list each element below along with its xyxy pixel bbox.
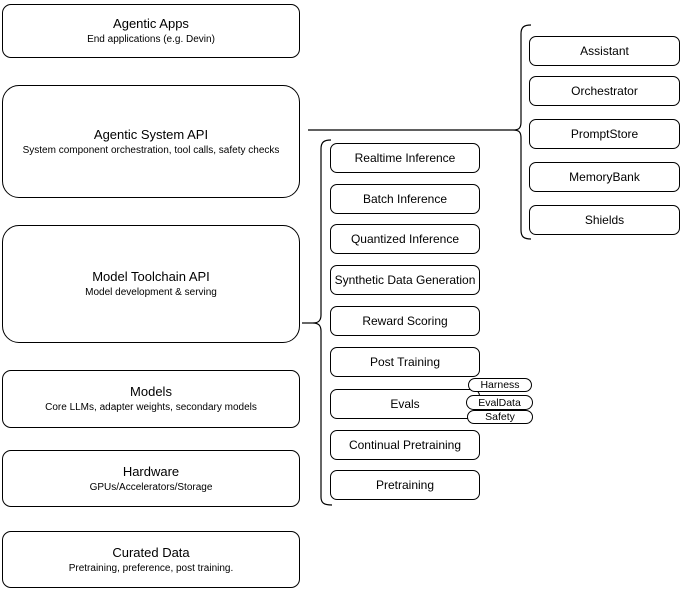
node-quantized-inference: Quantized Inference — [330, 224, 480, 254]
node-label: Shields — [584, 213, 625, 227]
node-agentic-system-api: Agentic System API System component orch… — [2, 85, 300, 198]
node-label: Quantized Inference — [350, 232, 460, 246]
node-continual-pretraining: Continual Pretraining — [330, 430, 480, 460]
node-reward-scoring: Reward Scoring — [330, 306, 480, 336]
node-subtitle: System component orchestration, tool cal… — [22, 144, 280, 156]
node-label: Assistant — [580, 44, 629, 58]
node-label: Synthetic Data Generation — [334, 273, 476, 287]
node-label: Continual Pretraining — [348, 438, 462, 452]
badge-label: Harness — [480, 379, 520, 391]
node-label: PromptStore — [570, 127, 639, 141]
badge-label: EvalData — [478, 396, 521, 409]
node-title: Agentic System API — [93, 126, 209, 142]
badge-safety: Safety — [467, 410, 533, 424]
node-label: MemoryBank — [569, 170, 640, 184]
node-label: Orchestrator — [571, 84, 638, 98]
node-subtitle: End applications (e.g. Devin) — [87, 34, 215, 45]
node-label: Post Training — [369, 355, 441, 369]
node-title: Agentic Apps — [113, 16, 189, 31]
node-label: Evals — [390, 397, 420, 411]
node-label: Reward Scoring — [362, 314, 448, 328]
node-pretraining: Pretraining — [330, 470, 480, 500]
node-curated-data: Curated Data Pretraining, preference, po… — [2, 531, 300, 588]
node-batch-inference: Batch Inference — [330, 184, 480, 214]
node-post-training: Post Training — [330, 347, 480, 377]
node-model-toolchain-api: Model Toolchain API Model development & … — [2, 225, 300, 343]
toolchain-items-brace — [312, 139, 333, 506]
badge-harness: Harness — [468, 378, 532, 392]
node-label: Pretraining — [375, 478, 435, 492]
node-hardware: Hardware GPUs/Accelerators/Storage — [2, 450, 300, 507]
node-title: Hardware — [122, 463, 180, 479]
node-assistant: Assistant — [529, 36, 680, 66]
system-components-brace — [512, 24, 532, 240]
node-promptstore: PromptStore — [529, 119, 680, 149]
node-label: Realtime Inference — [354, 151, 456, 165]
node-synthetic-data-generation: Synthetic Data Generation — [330, 265, 480, 295]
node-memorybank: MemoryBank — [529, 162, 680, 192]
node-shields: Shields — [529, 205, 680, 235]
node-orchestrator: Orchestrator — [529, 76, 680, 106]
node-models: Models Core LLMs, adapter weights, secon… — [2, 370, 300, 428]
node-subtitle: Pretraining, preference, post training. — [68, 562, 234, 574]
node-label: Batch Inference — [362, 192, 448, 206]
node-title: Model Toolchain API — [92, 269, 210, 284]
node-realtime-inference: Realtime Inference — [330, 143, 480, 173]
node-subtitle: Model development & serving — [85, 287, 217, 298]
node-title: Models — [130, 384, 172, 399]
node-evals: Evals — [330, 389, 480, 419]
node-subtitle: GPUs/Accelerators/Storage — [89, 481, 213, 493]
node-title: Curated Data — [112, 544, 190, 560]
badge-evaldata: EvalData — [466, 395, 533, 410]
node-agentic-apps: Agentic Apps End applications (e.g. Devi… — [2, 4, 300, 58]
badge-label: Safety — [485, 411, 515, 423]
node-subtitle: Core LLMs, adapter weights, secondary mo… — [45, 402, 257, 413]
